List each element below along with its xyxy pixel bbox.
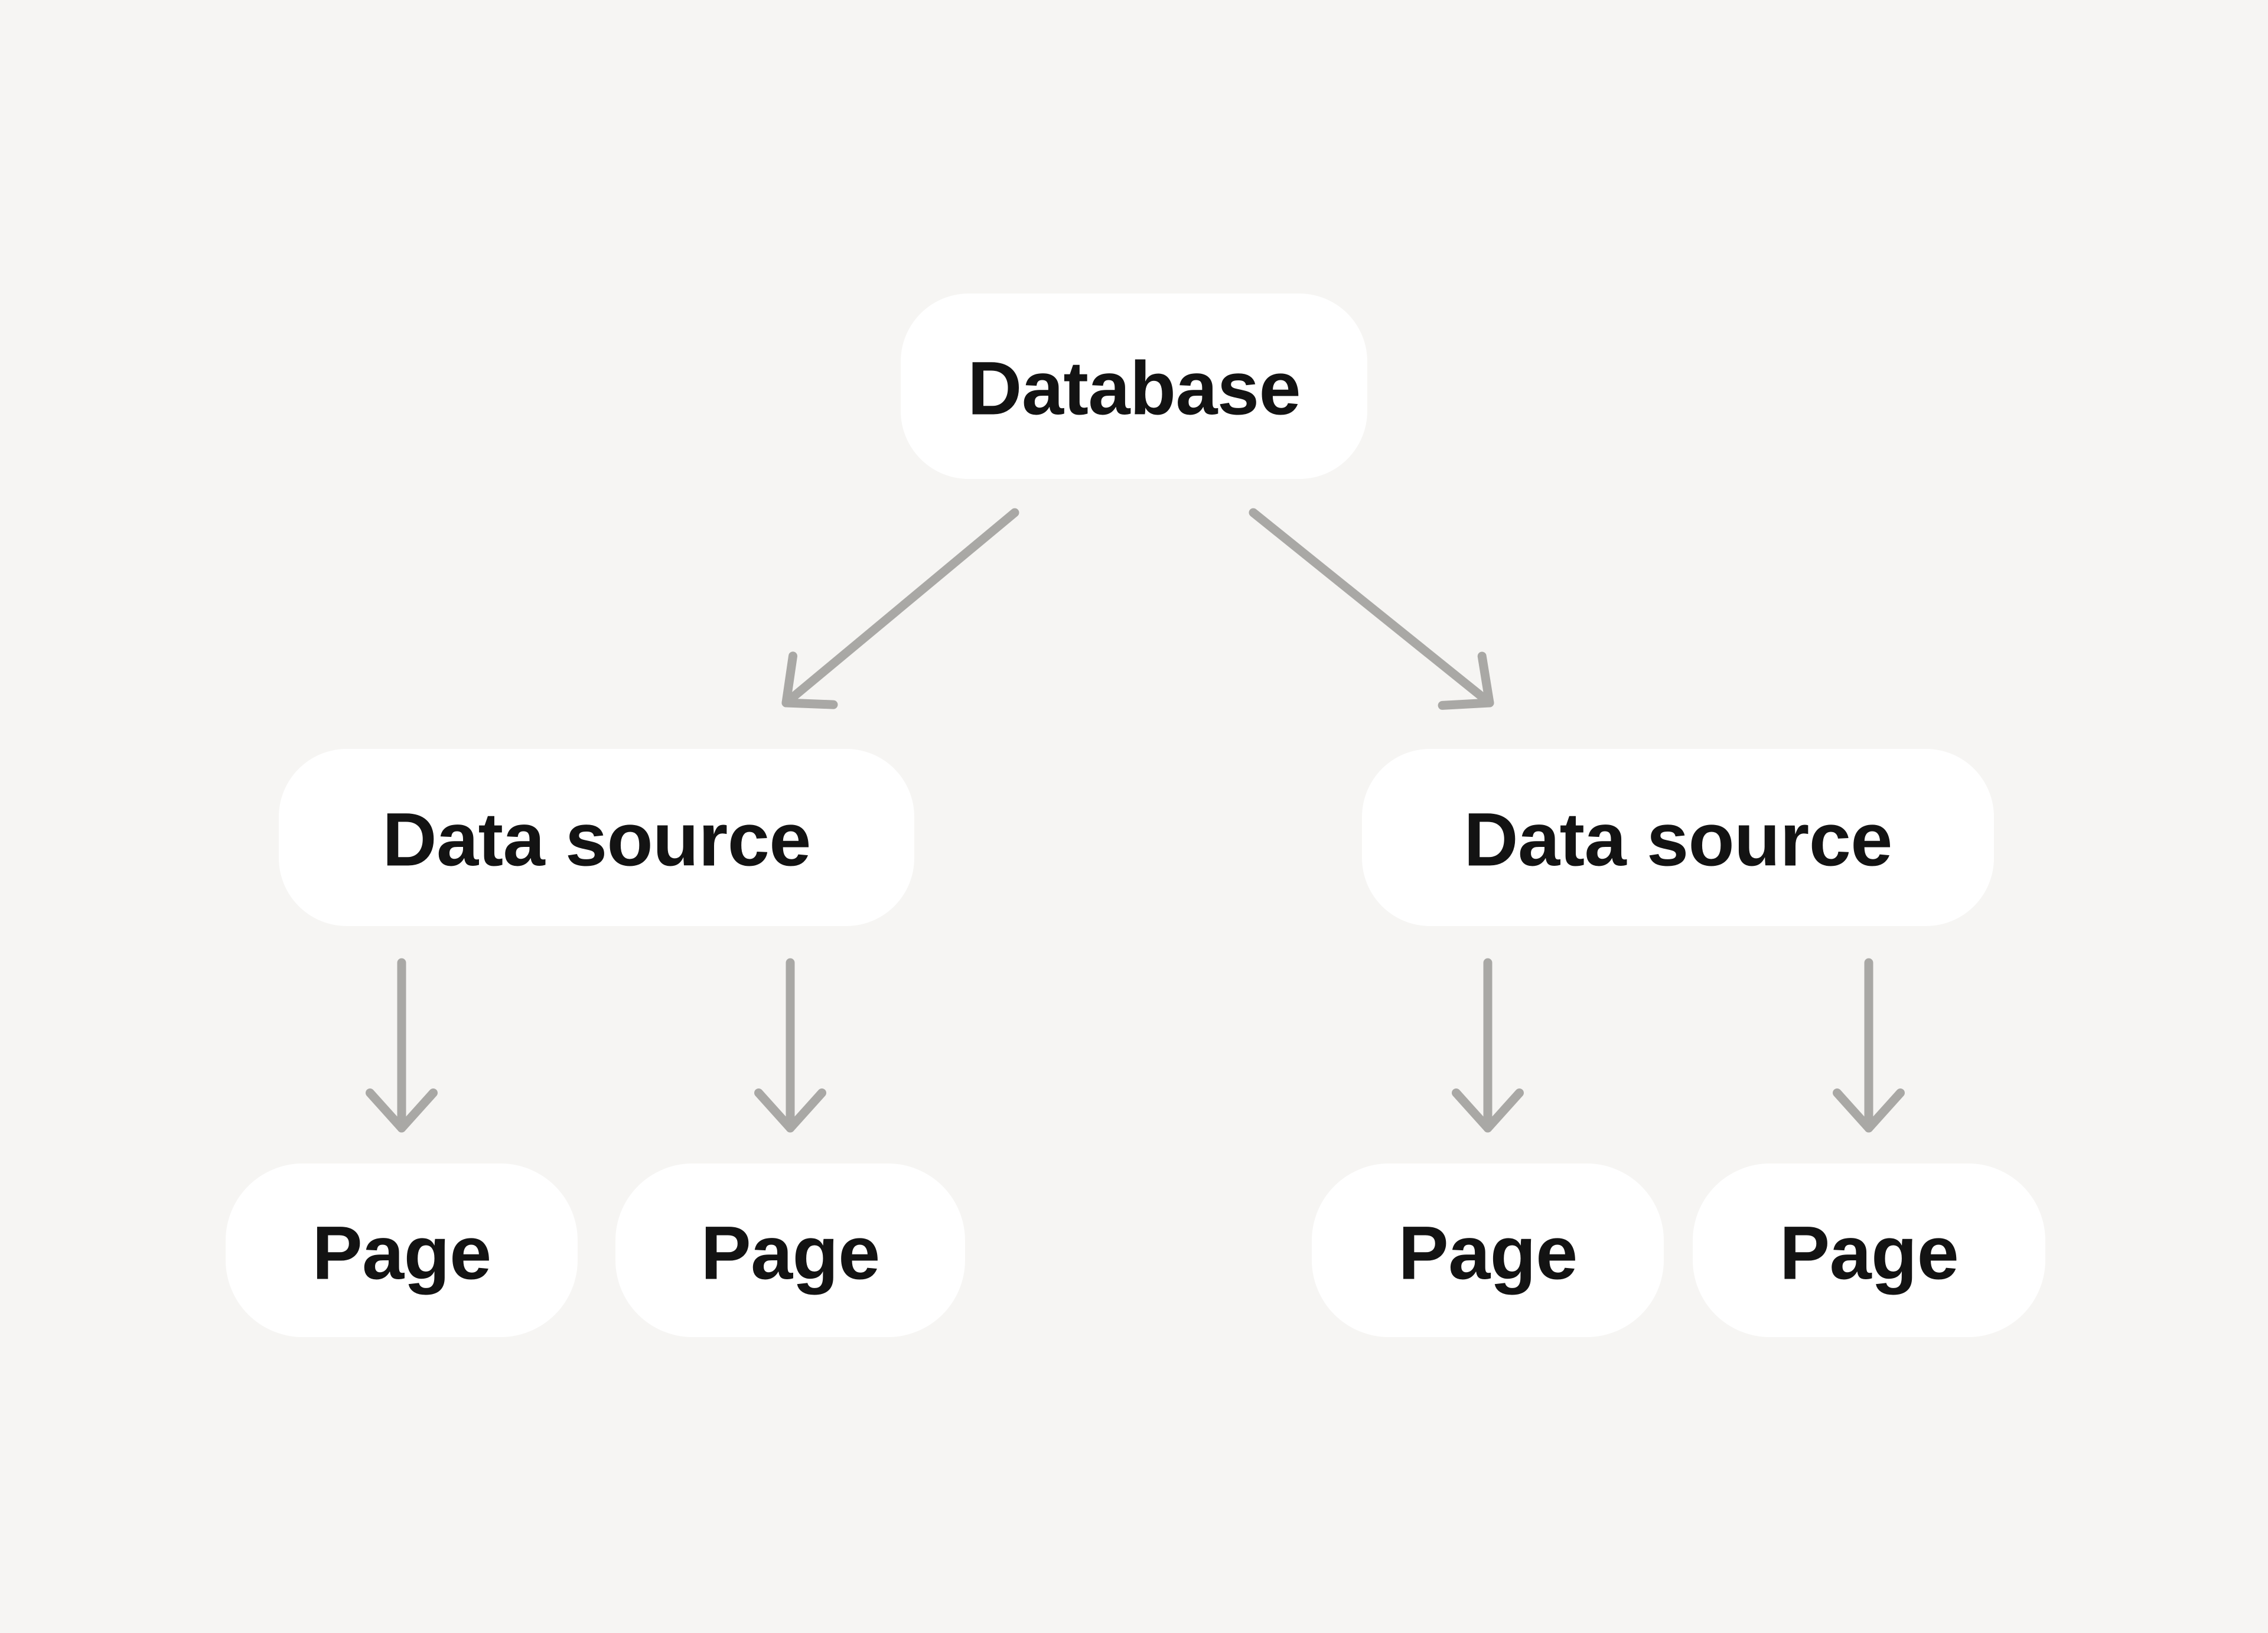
node-page-1-label: Page	[312, 1211, 491, 1296]
node-page-2-label: Page	[700, 1211, 880, 1296]
node-page-3-label: Page	[1398, 1211, 1578, 1296]
node-data-source-left: Data source	[279, 748, 914, 926]
node-page-3: Page	[1312, 1163, 1664, 1337]
node-database: Database	[901, 293, 1368, 479]
node-page-2: Page	[615, 1163, 965, 1337]
arrow-database-to-data-source-left-icon	[781, 508, 1019, 709]
node-page-4: Page	[1692, 1163, 2045, 1337]
node-page-4-label: Page	[1779, 1211, 1959, 1296]
node-data-source-right: Data source	[1361, 748, 1994, 926]
node-data-source-left-label: Data source	[382, 798, 811, 883]
node-page-1: Page	[226, 1163, 578, 1337]
arrow-database-to-data-source-right-icon	[1249, 508, 1494, 710]
node-database-label: Database	[967, 347, 1301, 432]
node-data-source-right-label: Data source	[1464, 798, 1892, 883]
